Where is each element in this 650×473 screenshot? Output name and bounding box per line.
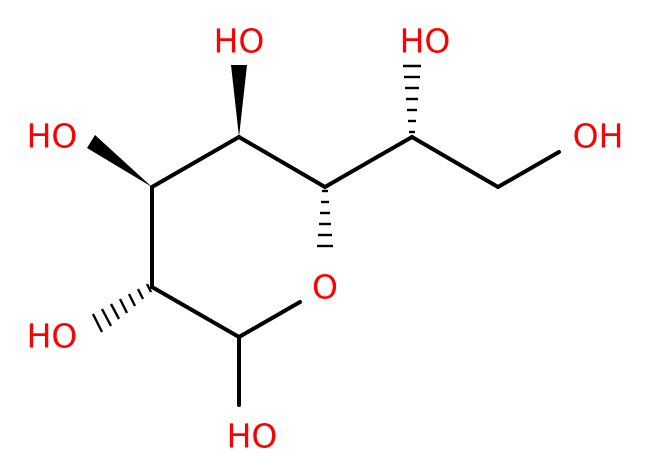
bond-c6-oh-right xyxy=(496,150,561,189)
bond-c0-ring-oxygen xyxy=(237,300,302,339)
hash-c4-ring-oxygen xyxy=(317,189,333,248)
hash-c1-oh-lower-left xyxy=(91,283,153,333)
label-oh-right: OH xyxy=(573,117,624,156)
bond-c1-c0 xyxy=(150,285,241,339)
wedge-c3-oh-top xyxy=(231,65,247,137)
label-oh-bottom: HO xyxy=(227,417,278,456)
label-oh-lower-left: HO xyxy=(27,317,78,356)
atom-labels: HO HO OH HO O HO HO xyxy=(27,22,624,456)
bond-c3-c2 xyxy=(150,135,241,189)
bond-c3-c4 xyxy=(237,135,327,189)
wedge-c2-oh-left xyxy=(87,135,152,187)
bonds xyxy=(150,135,561,407)
wedge-bonds xyxy=(87,65,247,187)
hash-c5-oh-top-right xyxy=(403,64,421,134)
label-oh-top-right: HO xyxy=(400,22,451,61)
bond-c4-c5 xyxy=(323,135,414,189)
bond-c5-c6 xyxy=(410,135,500,189)
label-ring-oxygen: O xyxy=(312,268,338,307)
label-oh-top-left: HO xyxy=(214,22,265,61)
label-oh-left: HO xyxy=(27,117,78,156)
